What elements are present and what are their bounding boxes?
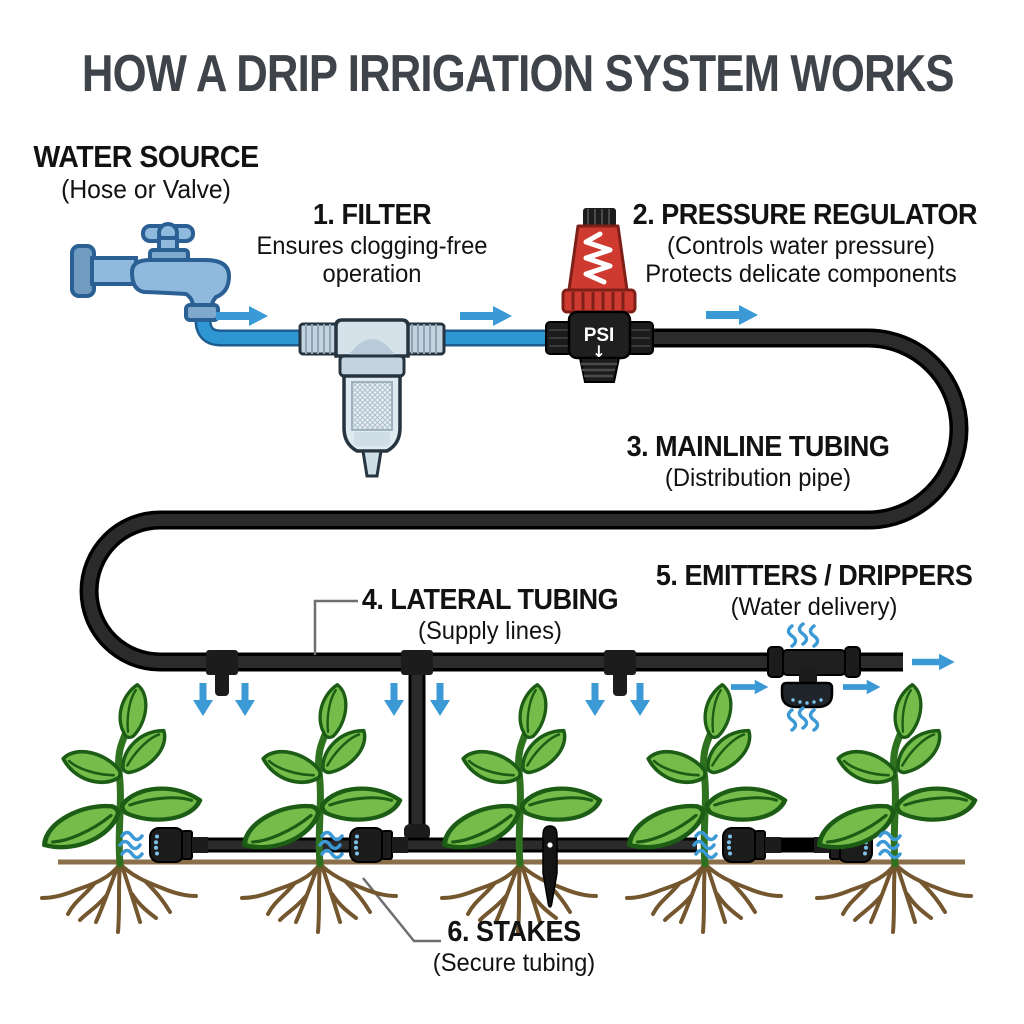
roots-icon (815, 862, 973, 934)
drip-arrow-icon (235, 683, 255, 716)
pressure-regulator-icon: PSI ↓ (545, 208, 654, 383)
drip-arrow-icon (630, 683, 650, 716)
water-spray-icon (118, 830, 144, 860)
step-filter-line2: operation (322, 260, 422, 288)
roots-icon (40, 862, 198, 934)
water-source-label-block: WATER SOURCE (Hose or Valve) (16, 139, 276, 205)
step-filter-title: 1. FILTER (312, 199, 432, 231)
flow-arrow-icon (843, 679, 881, 695)
step-emitters-line1: (Water delivery) (730, 593, 898, 621)
plant-icon (814, 682, 976, 864)
step-emitters-title: 5. EMITTERS / DRIPPERS (655, 560, 973, 592)
feeder-pipe (404, 662, 430, 845)
drip-emitter-icon (149, 827, 209, 863)
tee-fitting (206, 650, 238, 696)
step-lateral-label-block: 4. LATERAL TUBING (Supply lines) (340, 584, 640, 645)
drip-arrow-icon (585, 683, 605, 716)
page-title: HOW A DRIP IRRIGATION SYSTEM WORKS (81, 45, 955, 103)
drip-emitter-icon (349, 827, 409, 863)
water-spray-icon (786, 706, 820, 732)
step-regulator-label-block: 2. PRESSURE REGULATOR (Controls water pr… (620, 199, 982, 288)
mainline-pipe (79, 328, 969, 672)
water-spray-icon (786, 622, 820, 648)
step-mainline-label-block: 3. MAINLINE TUBING (Distribution pipe) (598, 431, 918, 492)
plant-icon (439, 682, 601, 864)
faucet-icon (70, 222, 231, 322)
flow-arrow-icon (912, 653, 955, 671)
step-lateral-line1: (Supply lines) (418, 617, 562, 645)
flow-arrow-icon (460, 306, 512, 326)
lateral-callout-line (313, 599, 358, 655)
flow-arrow-icon (731, 679, 769, 695)
step-stakes-label-block: 6. STAKES (Secure tubing) (364, 916, 664, 977)
stake-icon (542, 825, 558, 908)
step-regulator-line1: (Controls water pressure) (667, 232, 935, 260)
step-stakes-title: 6. STAKES (447, 916, 581, 948)
psi-badge: PSI (584, 325, 615, 346)
flow-arrow-icon (216, 306, 268, 326)
step-mainline-line1: (Distribution pipe) (664, 464, 852, 492)
step-mainline-title: 3. MAINLINE TUBING (626, 431, 890, 463)
step-emitters-label-block: 5. EMITTERS / DRIPPERS (Water delivery) (644, 560, 984, 621)
psi-down-arrow-icon: ↓ (592, 342, 605, 361)
water-spray-icon (692, 830, 718, 860)
step-regulator-line2: Protects delicate components (645, 260, 957, 288)
water-source-title: WATER SOURCE (33, 139, 259, 174)
drip-arrow-icon (430, 683, 450, 716)
step-filter-line1: Ensures clogging-free (256, 232, 488, 260)
step-lateral-title: 4. LATERAL TUBING (361, 584, 619, 616)
tee-fitting (604, 650, 636, 696)
drip-emitter-icon (722, 827, 782, 863)
drip-arrow-icon (384, 683, 404, 716)
step-regulator-title: 2. PRESSURE REGULATOR (632, 199, 978, 231)
drip-arrow-icon (193, 683, 213, 716)
emitter-tee-icon (767, 646, 861, 709)
stakes-callout-line (362, 877, 441, 943)
flow-arrow-icon (706, 305, 758, 325)
step-stakes-line1: (Secure tubing) (432, 949, 596, 977)
tee-fitting (401, 650, 433, 675)
filter-icon (298, 318, 446, 478)
step-filter-label-block: 1. FILTER Ensures clogging-free operatio… (222, 199, 522, 288)
water-source-subtitle: (Hose or Valve) (61, 174, 231, 204)
